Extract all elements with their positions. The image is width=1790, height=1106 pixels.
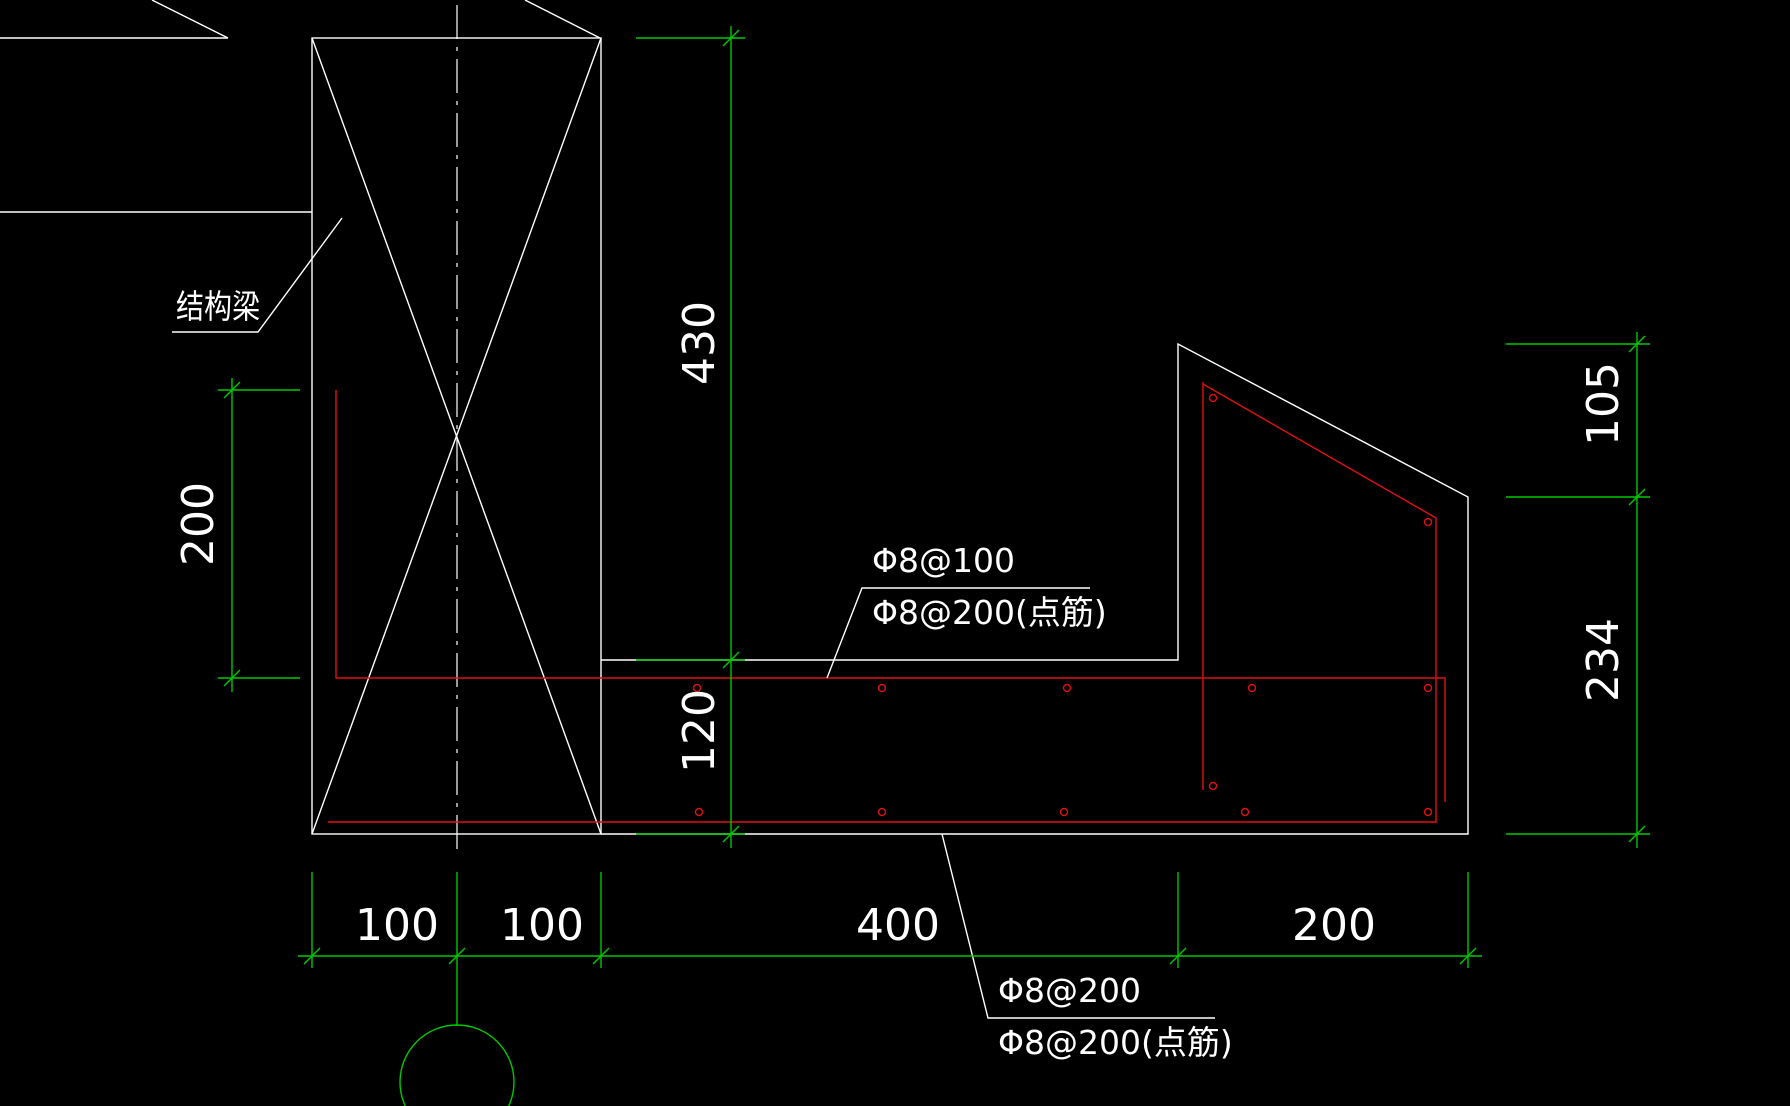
- dim-beam-height: 430: [674, 301, 725, 385]
- structural-beam-label: 结构梁: [176, 289, 260, 327]
- dim-slab-length: 400: [856, 900, 940, 951]
- axis-bubble: [399, 968, 515, 1106]
- top-rebar-leader: [826, 587, 1090, 679]
- bottom-dimension-chain: [298, 872, 1482, 968]
- vertical-dimension-430-120: [636, 26, 745, 848]
- rebar-dot: [1423, 517, 1433, 527]
- vertical-dimension-200: [218, 378, 300, 692]
- bottom-rebar-label-1: Φ8@200: [998, 971, 1141, 1010]
- dim-slope-rise: 105: [1578, 362, 1629, 446]
- rebar-dot: [1423, 807, 1433, 817]
- dim-upstand-height: 234: [1578, 618, 1629, 702]
- adjacent-slab-lines: [0, 0, 601, 213]
- dim-rebar-extent: 200: [173, 482, 224, 566]
- top-rebar-label-2: Φ8@200(点筋): [872, 593, 1107, 632]
- rebar-dot: [694, 807, 704, 817]
- vertical-dimension-105-234: [1506, 332, 1650, 848]
- dim-slab-thickness: 120: [674, 689, 725, 773]
- rebar-dot: [1423, 683, 1433, 693]
- rebar-dot: [877, 807, 887, 817]
- rebar-dot: [1208, 781, 1218, 791]
- rebar-dot: [1247, 683, 1257, 693]
- bottom-rebar-label-2: Φ8@200(点筋): [998, 1023, 1233, 1062]
- rebar-lines: [328, 382, 1446, 823]
- beam-label-leader: [172, 217, 343, 333]
- dim-upstand-width: 200: [1292, 900, 1376, 951]
- dim-beam-right: 100: [500, 900, 584, 951]
- rebar-dot: [1240, 807, 1250, 817]
- rebar-dot: [877, 683, 887, 693]
- dim-beam-left: 100: [355, 900, 439, 951]
- bottom-rebar-leader: [941, 833, 1215, 1019]
- rebar-dot: [692, 683, 702, 693]
- rebar-dots: [692, 393, 1433, 817]
- rebar-dot: [1208, 393, 1218, 403]
- rebar-dot: [1059, 807, 1069, 817]
- top-rebar-label-1: Φ8@100: [872, 541, 1015, 580]
- slab-outline: [601, 342, 1469, 835]
- rebar-dot: [1062, 683, 1072, 693]
